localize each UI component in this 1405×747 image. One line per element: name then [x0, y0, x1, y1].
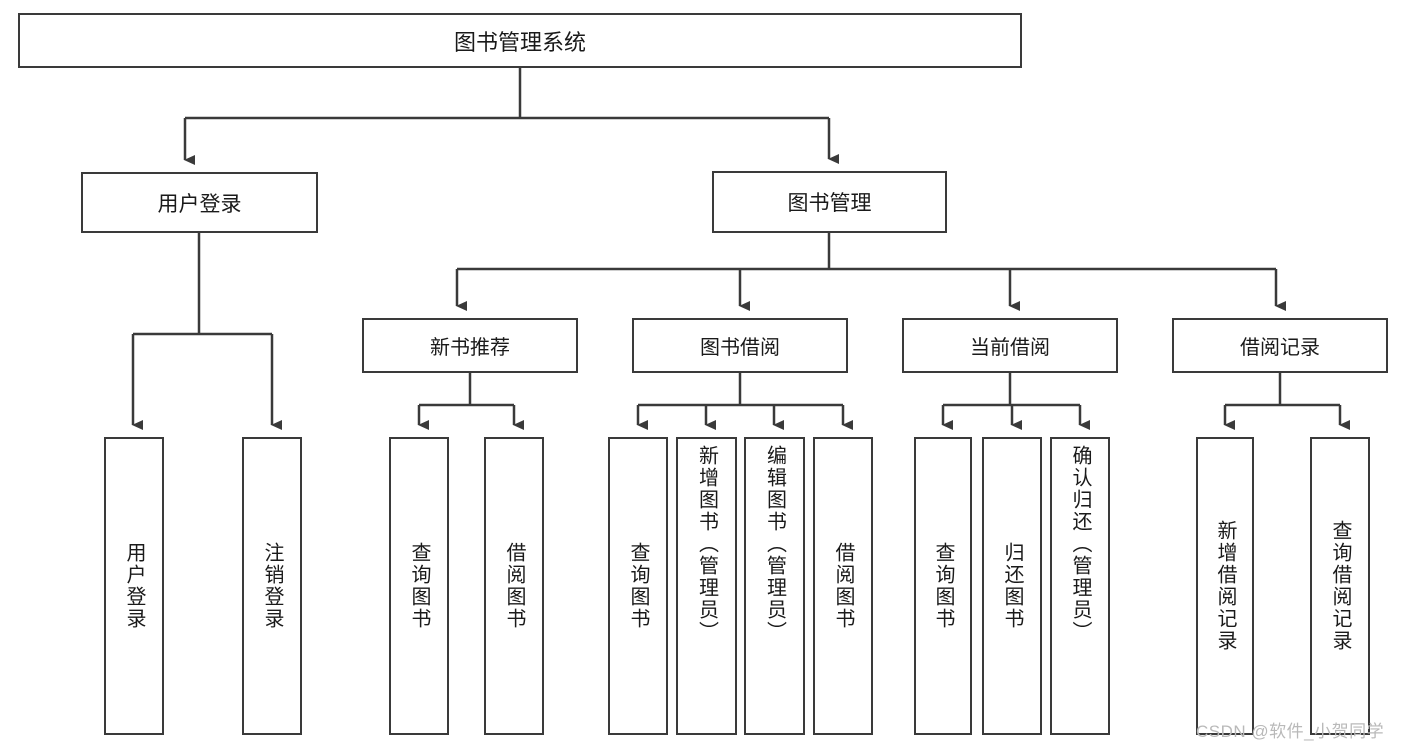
node-root-label: 图书管理系统	[453, 29, 586, 55]
leaf-edit-book-admin-label: 编辑图书（管理员）	[763, 445, 786, 643]
leaf-confirm-return-admin-label: 确认归还（管理员）	[1069, 445, 1091, 643]
leaf-borrow-book-1[interactable]: 借阅图书	[484, 437, 544, 735]
node-new-book-recommend[interactable]: 新书推荐	[362, 318, 578, 373]
leaf-edit-book-admin[interactable]: 编辑图书（管理员）	[744, 437, 805, 735]
node-book-borrow-label: 图书借阅	[700, 337, 780, 359]
node-root[interactable]: 图书管理系统	[18, 13, 1022, 68]
leaf-logout[interactable]: 注销登录	[242, 437, 302, 735]
node-user-login[interactable]: 用户登录	[81, 172, 318, 233]
leaf-return-book-label: 归还图书	[1001, 542, 1023, 630]
node-borrow-record-label: 借阅记录	[1240, 337, 1320, 359]
leaf-return-book[interactable]: 归还图书	[982, 437, 1042, 735]
leaf-add-borrow-record-label: 新增借阅记录	[1214, 520, 1236, 652]
node-borrow-record[interactable]: 借阅记录	[1172, 318, 1388, 373]
leaf-borrow-book-1-label: 借阅图书	[503, 542, 525, 630]
leaf-user-login[interactable]: 用户登录	[104, 437, 164, 735]
node-book-borrow[interactable]: 图书借阅	[632, 318, 848, 373]
leaf-add-book-admin-label: 新增图书（管理员）	[695, 445, 718, 643]
leaf-borrow-book-2[interactable]: 借阅图书	[813, 437, 873, 735]
csdn-watermark: CSDN @软件_小贺同学	[1196, 722, 1385, 741]
node-current-borrow[interactable]: 当前借阅	[902, 318, 1118, 373]
leaf-logout-label: 注销登录	[261, 542, 283, 630]
leaf-borrow-book-2-label: 借阅图书	[832, 542, 854, 630]
leaf-query-book-3-label: 查询图书	[932, 542, 954, 630]
leaf-add-borrow-record[interactable]: 新增借阅记录	[1196, 437, 1254, 735]
node-book-manage[interactable]: 图书管理	[712, 171, 947, 233]
node-user-login-label: 用户登录	[157, 192, 242, 216]
leaf-query-book-1[interactable]: 查询图书	[389, 437, 449, 735]
node-current-borrow-label: 当前借阅	[970, 337, 1050, 359]
leaf-query-book-2-label: 查询图书	[627, 542, 649, 630]
node-new-book-recommend-label: 新书推荐	[430, 337, 510, 359]
leaf-query-borrow-record-label: 查询借阅记录	[1329, 520, 1351, 652]
leaf-query-book-1-label: 查询图书	[408, 542, 430, 630]
leaf-user-login-label: 用户登录	[123, 542, 145, 630]
leaf-add-book-admin[interactable]: 新增图书（管理员）	[676, 437, 737, 735]
node-book-manage-label: 图书管理	[787, 192, 872, 215]
leaf-query-book-3[interactable]: 查询图书	[914, 437, 972, 735]
leaf-confirm-return-admin[interactable]: 确认归还（管理员）	[1050, 437, 1110, 735]
leaf-query-book-2[interactable]: 查询图书	[608, 437, 668, 735]
leaf-query-borrow-record[interactable]: 查询借阅记录	[1310, 437, 1370, 735]
